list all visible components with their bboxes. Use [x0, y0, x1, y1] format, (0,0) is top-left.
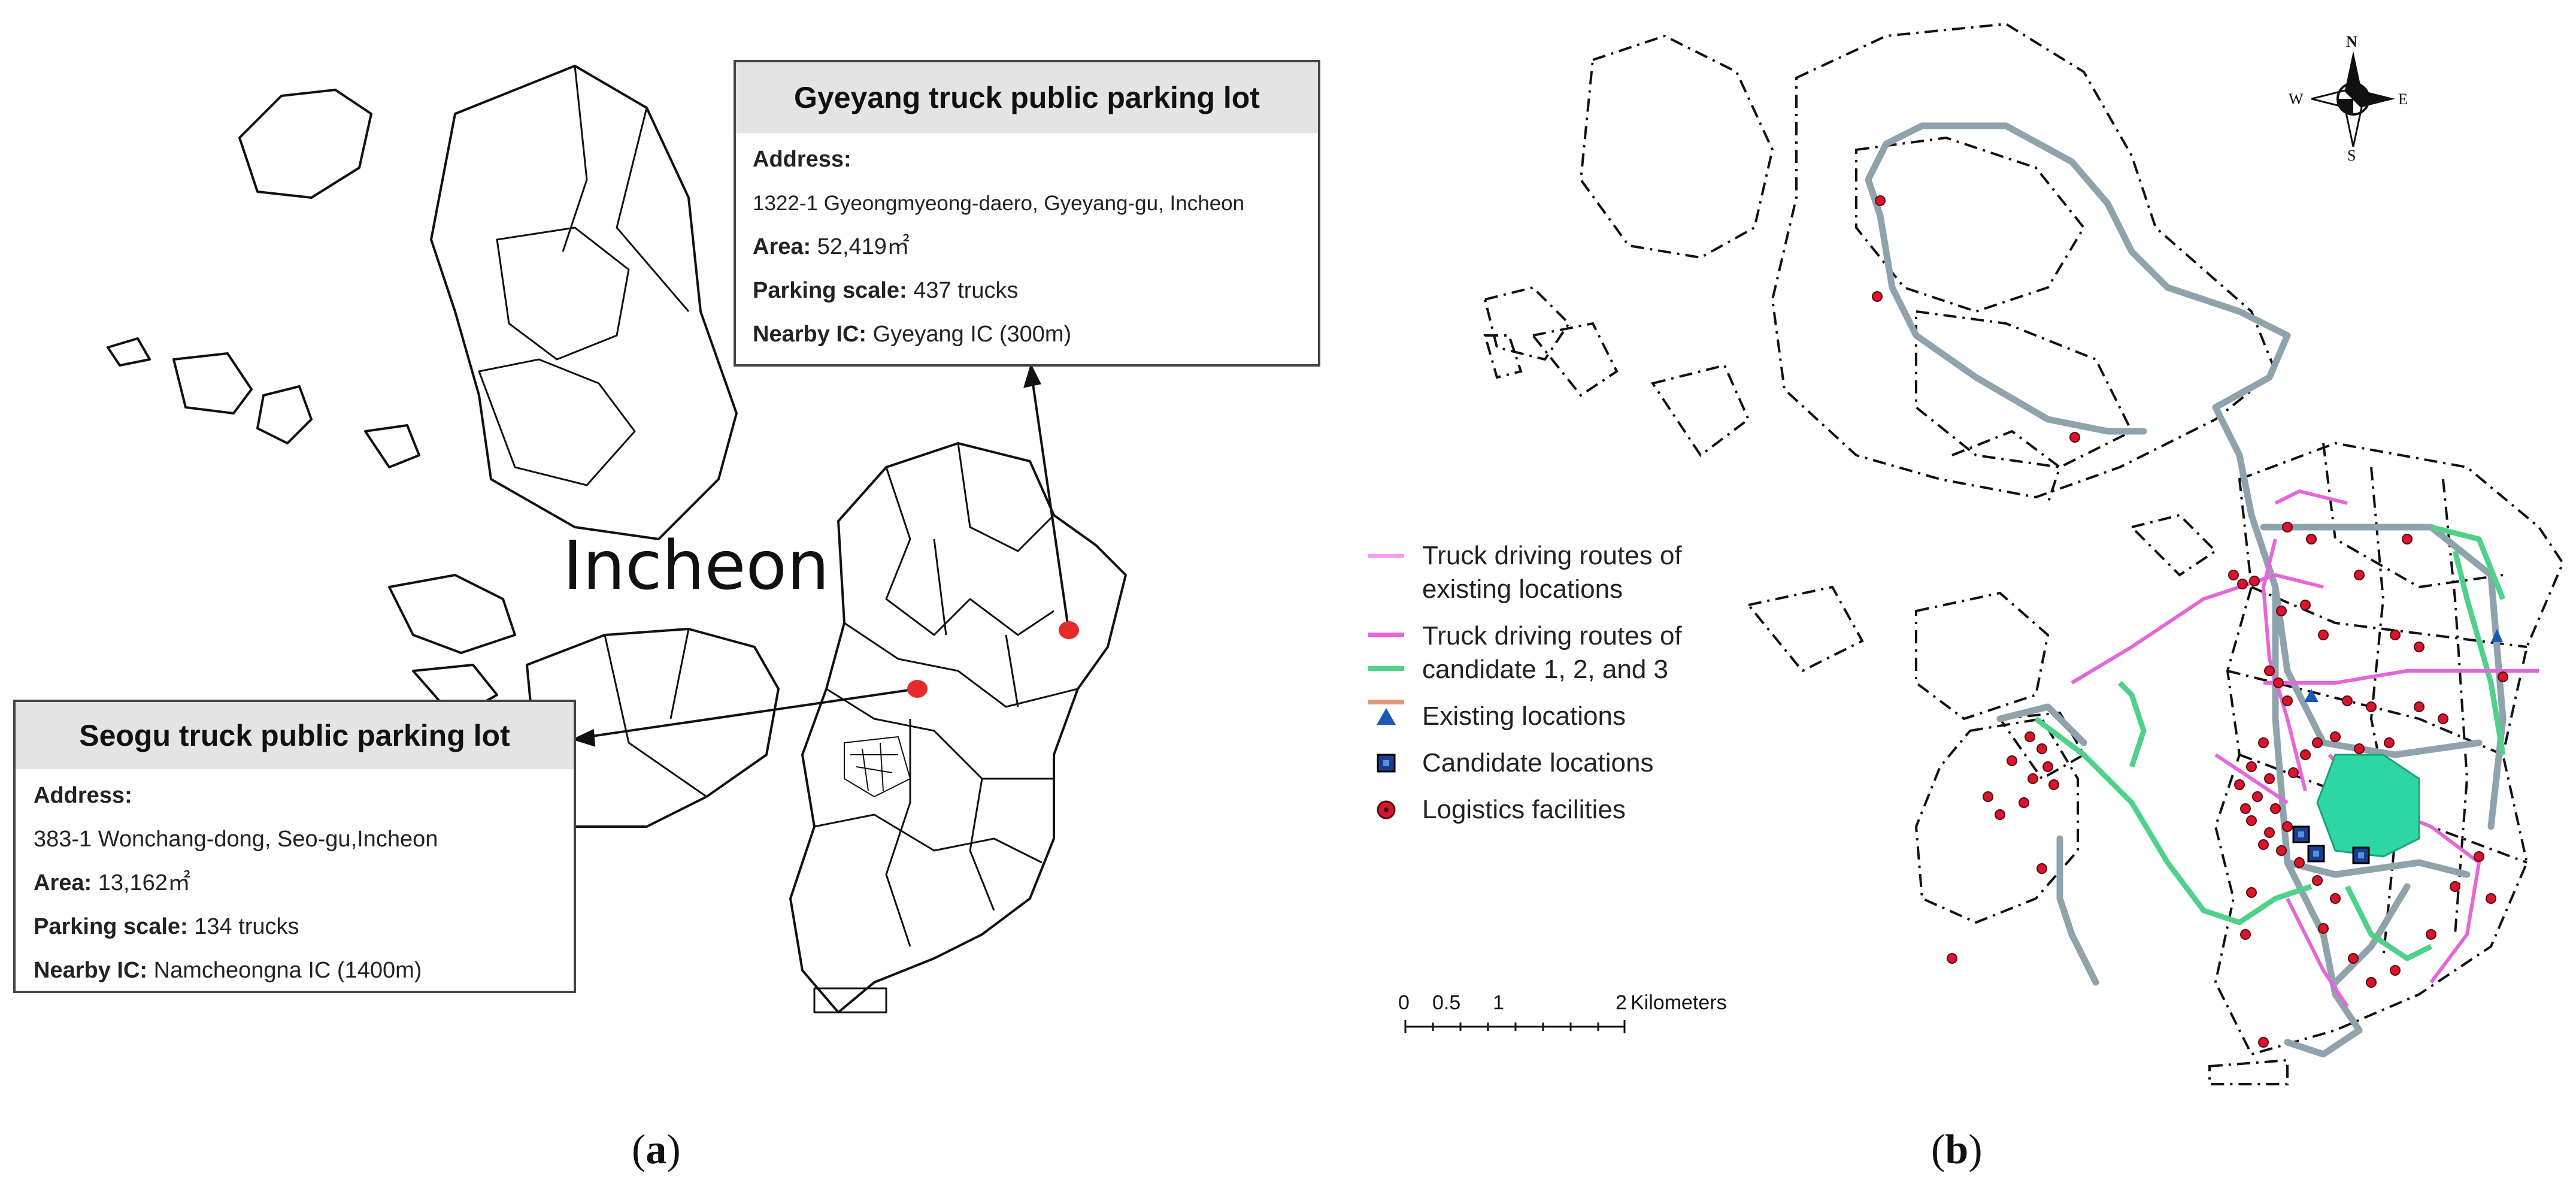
legend-item-existing-routes: Truck driving routes of existing locatio… [1368, 539, 1739, 606]
compass-s: S [2347, 147, 2356, 164]
seogu-address: 383-1 Wonchang-dong, Seo-gu,Incheon [34, 827, 438, 852]
seogu-ic: Namcheongna IC (1400m) [153, 958, 422, 983]
arrow-seogu [579, 688, 918, 739]
legend-label-candidate-routes: Truck driving routes of candidate 1, 2, … [1422, 621, 1682, 684]
compass-w: W [2289, 90, 2304, 108]
island-west-1 [388, 574, 516, 654]
gyeyang-marker [1059, 621, 1079, 639]
scale-bar: 0 0.5 1 2 Kilometers [1398, 991, 1727, 1039]
caption-b: (b) [1931, 1127, 1983, 1173]
legend-square-icon [1377, 754, 1396, 773]
legend: Truck driving routes of existing locatio… [1368, 539, 1739, 840]
gyeyang-parking: 437 trucks [913, 278, 1019, 303]
island-north-sub2 [478, 358, 636, 486]
compass-e: E [2398, 90, 2408, 108]
mainland-incheon [789, 442, 1127, 1014]
legend-circle-icon [1377, 800, 1396, 819]
scale-tick-0: 0 [1398, 991, 1410, 1014]
seogu-area: 13,162㎡ [98, 870, 190, 896]
gyeyang-area: 52,419㎡ [817, 234, 910, 259]
legend-item-candidate-locations: Candidate locations [1368, 746, 1739, 780]
scale-unit: Kilometers [1631, 991, 1727, 1014]
legend-multiline-icon [1368, 633, 1404, 704]
gyeyang-address-label: Address: [753, 147, 851, 172]
seogu-parking: 134 trucks [194, 914, 299, 939]
arrow-gyeyang [1030, 371, 1070, 633]
city-label-incheon: Incheon [563, 527, 829, 605]
panel-a: Incheon Gyeyang truck public parking lot… [0, 0, 1320, 1198]
gyeyang-parking-label: Parking scale: [753, 278, 907, 303]
legend-item-logistics-facilities: Logistics facilities [1368, 793, 1739, 827]
gyeyang-title: Gyeyang truck public parking lot [736, 62, 1318, 133]
legend-triangle-icon [1377, 708, 1396, 725]
island-small-3 [256, 385, 313, 444]
seogu-parking-label: Parking scale: [34, 914, 188, 939]
seogu-info-box: Seogu truck public parking lot Address: … [13, 700, 576, 993]
gyeyang-ic-label: Nearby IC: [753, 322, 867, 347]
gyeyang-info-box: Gyeyang truck public parking lot Address… [734, 60, 1320, 367]
gyeyang-area-label: Area: [753, 234, 811, 259]
legend-label-candidate-locations: Candidate locations [1422, 748, 1654, 778]
gyeyang-ic: Gyeyang IC (300m) [872, 322, 1072, 347]
seogu-area-label: Area: [34, 870, 92, 896]
scale-tick-05: 0.5 [1432, 991, 1461, 1014]
island-small-4 [364, 424, 420, 468]
scale-bar-graphic [1404, 1020, 1626, 1033]
legend-item-candidate-routes: Truck driving routes of candidate 1, 2, … [1368, 619, 1739, 704]
compass-rose-icon [2311, 51, 2395, 147]
seogu-marker [907, 680, 928, 698]
island-north-large [430, 65, 738, 540]
seogu-ic-label: Nearby IC: [34, 958, 148, 983]
legend-label-existing-routes: Truck driving routes of existing locatio… [1422, 541, 1682, 604]
port-area [844, 736, 911, 797]
scale-tick-1: 1 [1493, 991, 1504, 1014]
port-pier [813, 987, 887, 1014]
caption-a: (a) [632, 1127, 681, 1173]
legend-line-pink-icon [1368, 554, 1404, 558]
seogu-title: Seogu truck public parking lot [16, 702, 574, 769]
scale-tick-2: 2 [1616, 991, 1627, 1014]
gyeyang-address: 1322-1 Gyeongmyeong-daero, Gyeyang-gu, I… [753, 192, 1245, 215]
legend-item-existing-locations: Existing locations [1368, 700, 1739, 733]
compass-n: N [2346, 33, 2357, 50]
island-small-1 [107, 337, 151, 367]
legend-label-logistics-facilities: Logistics facilities [1422, 795, 1626, 824]
island-north-sub [496, 226, 630, 361]
north-arrow-compass: N S E W [2287, 33, 2419, 165]
seogu-address-label: Address: [34, 783, 132, 808]
legend-label-existing-locations: Existing locations [1422, 701, 1626, 731]
island-small-2 [172, 352, 253, 415]
island-north-west [238, 89, 372, 199]
